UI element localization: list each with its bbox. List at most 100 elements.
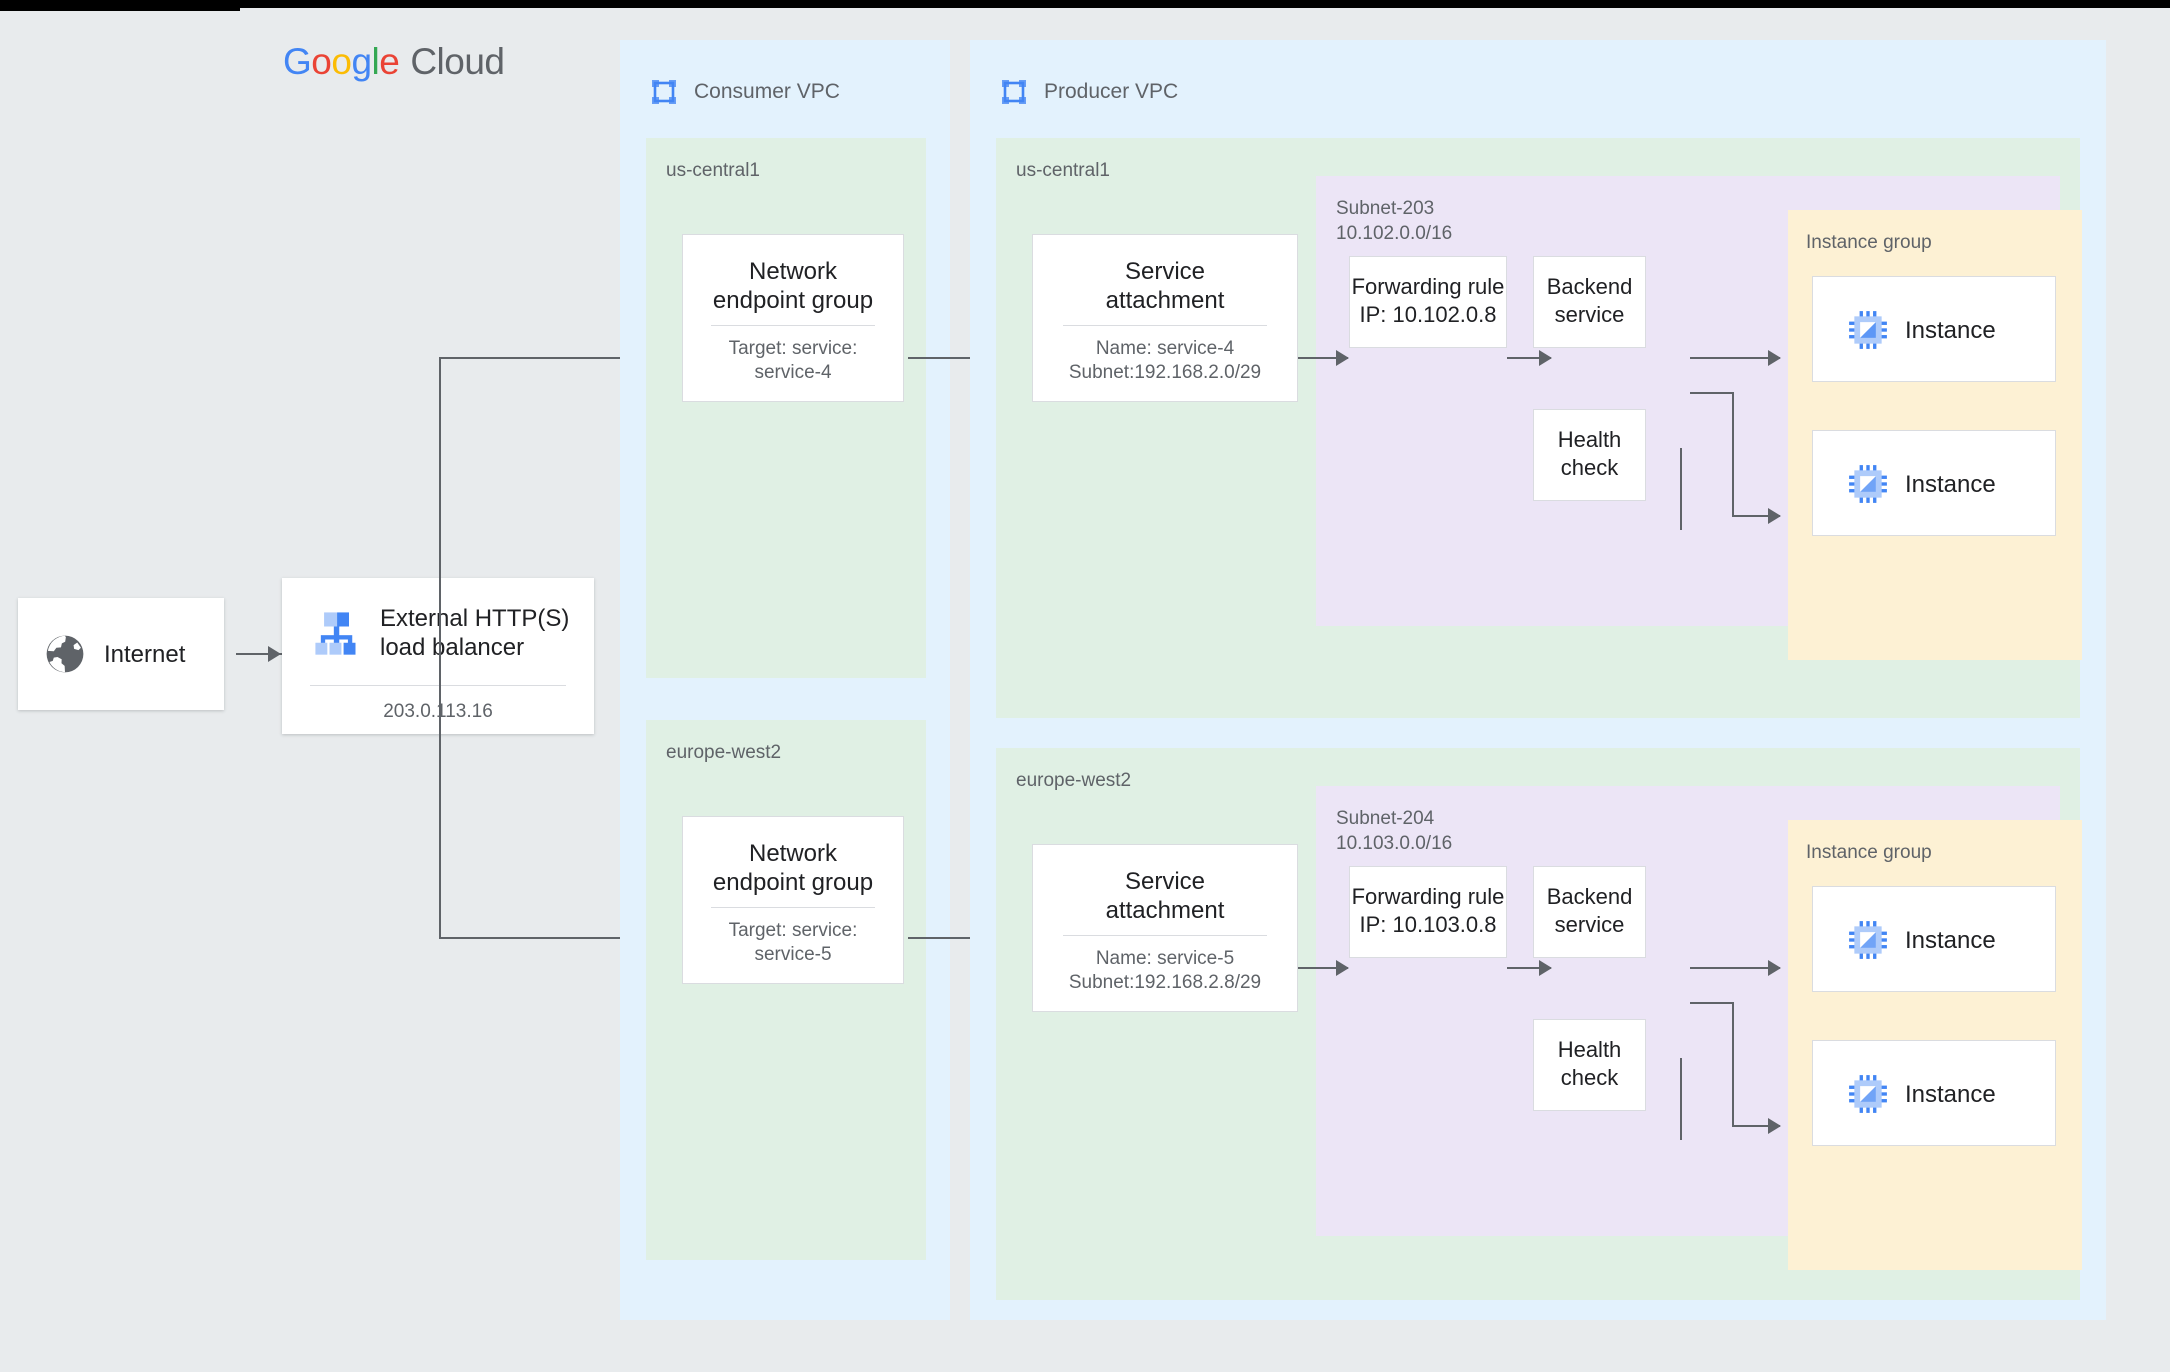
network-endpoint-group-us-central1[interactable]: Network endpoint group Target: service: … (682, 234, 904, 402)
instance-card-1-0[interactable]: Instance (1812, 886, 2056, 992)
neg-divider-0 (711, 325, 875, 326)
load-balancer-ip: 203.0.113.16 (383, 701, 493, 722)
instance-group-us-central1: Instance group (1788, 210, 2082, 660)
service-attachment-title-1: Service attachment (1105, 868, 1225, 924)
connector-neg-to-sa-bottom (908, 937, 1028, 939)
arrowhead-fr-to-bs-bottom (1539, 960, 1552, 976)
producer-vpc-header: Producer VPC (998, 62, 1178, 122)
instance-label-1-0: Instance (1905, 926, 1996, 954)
instance-group-label-0: Instance group (1806, 232, 1932, 253)
instance-group-label-1: Instance group (1806, 842, 1932, 863)
producer-vpc-container: Producer VPC us-central1 Service attachm… (970, 40, 2106, 1320)
internet-node[interactable]: Internet (18, 598, 224, 710)
internet-label: Internet (104, 640, 186, 668)
arrowhead-bs-to-instance2-top (1768, 508, 1781, 524)
forwarding-rule-europe-west2[interactable]: Forwarding rule IP: 10.103.0.8 (1349, 866, 1507, 958)
consumer-region-europe-west2: europe-west2 Network endpoint group Targ… (646, 720, 926, 1260)
subnet-203-label: Subnet-203 10.102.0.0/16 (1336, 196, 1452, 246)
service-attachment-divider-1 (1063, 935, 1267, 936)
service-attachment-sub-1: Name: service-5 Subnet:192.168.2.8/29 (1068, 948, 1262, 993)
producer-region-label-0: us-central1 (1016, 160, 1110, 181)
backend-service-europe-west2[interactable]: Backend service (1533, 866, 1646, 958)
connector-sa-to-fr-bottom (1298, 967, 1348, 969)
forwarding-rule-label-1: Forwarding rule IP: 10.103.0.8 (1351, 884, 1505, 937)
top-black-bar-right (240, 0, 2170, 8)
backend-service-us-central1[interactable]: Backend service (1533, 256, 1646, 348)
consumer-vpc-header: Consumer VPC (648, 62, 840, 122)
consumer-vpc-title: Consumer VPC (694, 80, 840, 103)
arrowhead-bs-to-instance1-top (1768, 350, 1781, 366)
subnet-203-cidr: 10.102.0.0/16 (1336, 223, 1453, 244)
logo-letter-l: l (371, 41, 380, 82)
health-check-europe-west2[interactable]: Health check (1533, 1019, 1646, 1111)
vpc-icon (998, 76, 1030, 108)
load-balancer-title: External HTTP(S) load balancer (380, 605, 570, 661)
logo-letter-g2: g (351, 41, 372, 82)
subnet-204-container: Subnet-204 10.103.0.0/16 Forwarding rule… (1316, 786, 2082, 1270)
arrowhead-fr-to-bs-top (1539, 350, 1552, 366)
backend-service-label-0: Backend service (1546, 274, 1633, 327)
connector-lb-trunk (439, 357, 441, 939)
service-attachment-europe-west2[interactable]: Service attachment Name: service-5 Subne… (1032, 844, 1298, 1012)
consumer-vpc-container: Consumer VPC us-central1 Network endpoin… (620, 40, 950, 1320)
health-check-us-central1[interactable]: Health check (1533, 409, 1646, 501)
connector-bs-elbow-v-top (1732, 392, 1734, 517)
logo-word-cloud: Cloud (410, 41, 505, 82)
connector-bs-elbow-h-top (1690, 392, 1734, 394)
connector-fr-to-bs-top (1507, 357, 1551, 359)
arrowhead-internet-to-lb (268, 646, 281, 662)
connector-bs-to-instance2-top (1732, 515, 1780, 517)
subnet-204-cidr: 10.103.0.0/16 (1336, 833, 1453, 854)
forwarding-rule-label-0: Forwarding rule IP: 10.102.0.8 (1351, 274, 1505, 327)
cpu-instance-icon (1847, 919, 1889, 961)
instance-card-1-1[interactable]: Instance (1812, 1040, 2056, 1146)
neg-divider-1 (711, 907, 875, 908)
producer-region-europe-west2: europe-west2 Service attachment Name: se… (996, 748, 2082, 1300)
connector-neg-to-sa-top (908, 357, 1028, 359)
arrowhead-sa-to-fr-top (1336, 350, 1349, 366)
connector-bs-to-instance1-top (1690, 357, 1780, 359)
instance-card-0-0[interactable]: Instance (1812, 276, 2056, 382)
connector-bs-to-hc-top (1680, 448, 1682, 530)
cpu-instance-icon (1847, 1073, 1889, 1115)
logo-letter-e: e (379, 41, 400, 82)
connector-bs-to-hc-bottom (1680, 1058, 1682, 1140)
logo-letter-o1: o (311, 41, 332, 82)
neg-sub-1: Target: service: service-5 (728, 920, 858, 965)
load-balancer-node[interactable]: External HTTP(S) load balancer 203.0.113… (282, 578, 594, 734)
instance-label-0-0: Instance (1905, 316, 1996, 344)
network-endpoint-group-europe-west2[interactable]: Network endpoint group Target: service: … (682, 816, 904, 984)
instance-label-0-1: Instance (1905, 470, 1996, 498)
forwarding-rule-us-central1[interactable]: Forwarding rule IP: 10.102.0.8 (1349, 256, 1507, 348)
logo-letter-g: G (283, 41, 312, 82)
subnet-203-name: Subnet-203 (1336, 198, 1435, 219)
subnet-204-name: Subnet-204 (1336, 808, 1435, 829)
connector-bs-to-instance2-bottom (1732, 1125, 1780, 1127)
consumer-region-us-central1: us-central1 Network endpoint group Targe… (646, 138, 926, 678)
backend-service-label-1: Backend service (1546, 884, 1633, 937)
connector-bs-elbow-h-bottom (1690, 1002, 1734, 1004)
instance-label-1-1: Instance (1905, 1080, 1996, 1108)
load-balancer-icon (310, 607, 362, 659)
arrowhead-bs-to-instance1-bottom (1768, 960, 1781, 976)
connector-lb-to-neg-top (439, 357, 674, 359)
arrowhead-sa-to-fr-bottom (1336, 960, 1349, 976)
consumer-region-label-0: us-central1 (666, 160, 760, 181)
load-balancer-divider (310, 685, 566, 686)
connector-sa-to-fr-top (1298, 357, 1348, 359)
top-black-bar-left (0, 0, 240, 11)
health-check-label-1: Health check (1557, 1037, 1622, 1090)
producer-region-label-1: europe-west2 (1016, 770, 1132, 791)
cpu-instance-icon (1847, 309, 1889, 351)
instance-card-0-1[interactable]: Instance (1812, 430, 2056, 536)
neg-title-0: Network endpoint group (712, 258, 874, 314)
cpu-instance-icon (1847, 463, 1889, 505)
arrowhead-bs-to-instance2-bottom (1768, 1118, 1781, 1134)
neg-sub-0: Target: service: service-4 (728, 338, 858, 383)
service-attachment-us-central1[interactable]: Service attachment Name: service-4 Subne… (1032, 234, 1298, 402)
connector-bs-elbow-v-bottom (1732, 1002, 1734, 1127)
subnet-204-label: Subnet-204 10.103.0.0/16 (1336, 806, 1452, 856)
health-check-label-0: Health check (1557, 427, 1622, 480)
vpc-icon (648, 76, 680, 108)
connector-internet-to-lb (236, 653, 282, 655)
